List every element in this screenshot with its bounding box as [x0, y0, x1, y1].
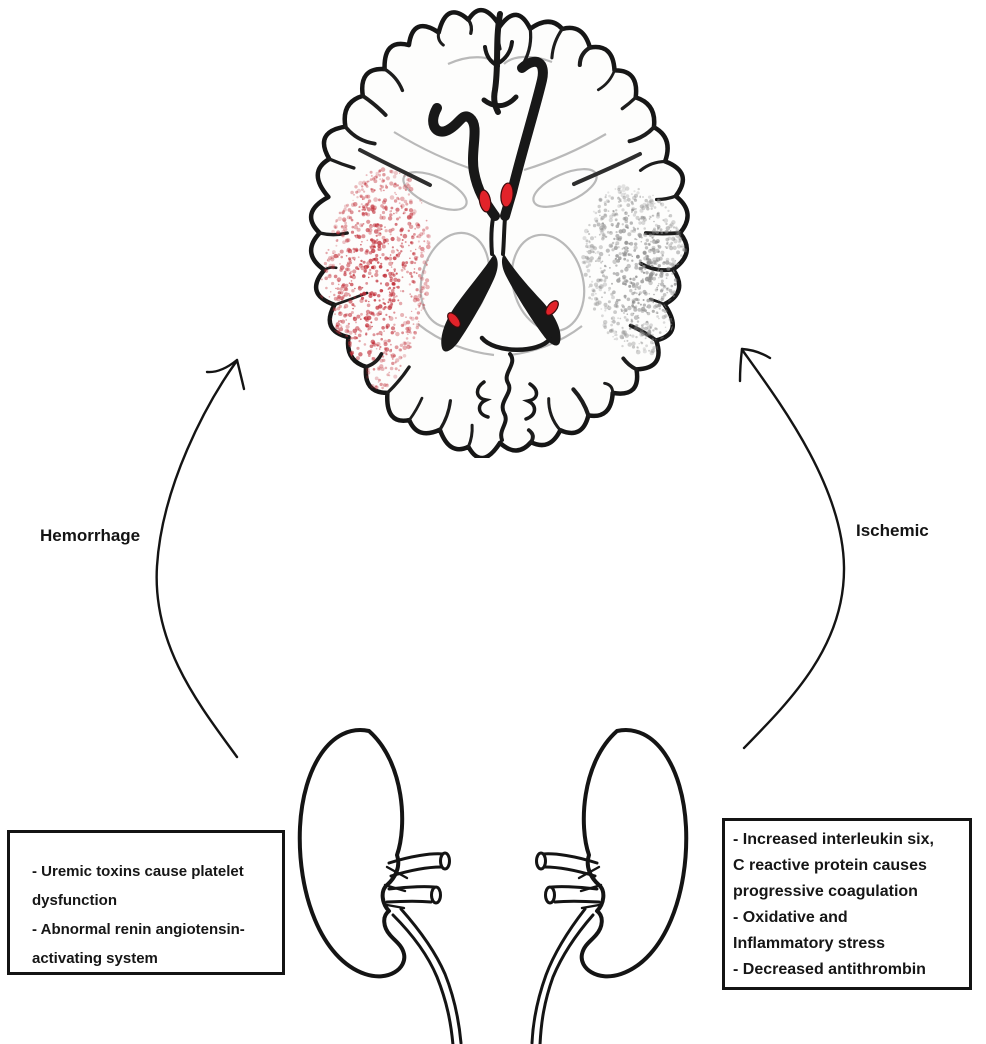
- left-kidney: [297, 728, 407, 979]
- brain-axial-illustration: [308, 8, 690, 458]
- mechanism-line: C reactive protein causes: [733, 857, 927, 874]
- kidneys-illustration: [297, 728, 689, 1044]
- mechanism-line: - Uremic toxins cause platelet: [32, 863, 244, 880]
- right-ureter: [530, 907, 595, 1044]
- mechanism-line: Inflammatory stress: [733, 935, 886, 952]
- highlighted-red-structures: [447, 182, 559, 328]
- mechanism-line: dysfunction: [32, 892, 117, 909]
- mechanism-line: - Abnormal renin angiotensin-: [32, 921, 245, 938]
- ischemic-label: Ischemic: [856, 521, 929, 540]
- mechanism-line: - Oxidative and: [733, 909, 848, 926]
- hemorrhage-mechanisms-box: - Uremic toxins cause platelet dysfuncti…: [7, 830, 285, 975]
- left-ureter: [391, 907, 463, 1044]
- right-kidney: [579, 728, 689, 979]
- mechanism-line: activating system: [32, 950, 158, 967]
- hemorrhage-label: Hemorrhage: [40, 526, 141, 545]
- left-anterior-horn: [428, 103, 500, 221]
- left-renal-vessels: [383, 851, 451, 910]
- hemorrhage-region: [319, 167, 431, 399]
- right-posterior-horn: [501, 254, 561, 346]
- mechanism-line: - Increased interleukin six,: [733, 831, 934, 848]
- right-renal-vessels: [535, 851, 603, 910]
- mechanism-line: progressive coagulation: [733, 883, 918, 900]
- mechanism-line: - Decreased antithrombin: [733, 961, 926, 978]
- ischemic-arrow: [738, 347, 846, 750]
- ischemic-mechanisms-box: - Increased interleukin six, C reactive …: [722, 818, 972, 990]
- hemorrhage-arrow: [155, 358, 246, 759]
